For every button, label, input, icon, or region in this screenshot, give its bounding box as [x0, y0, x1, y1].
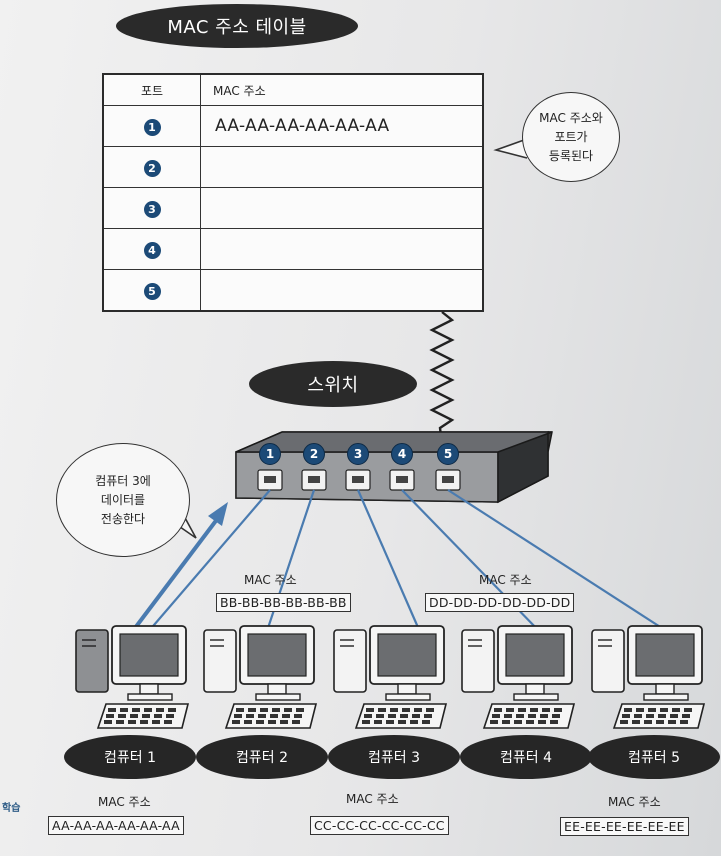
pc3-name-text: 컴퓨터 3	[368, 750, 420, 766]
table-row: 3	[102, 187, 484, 229]
switch-port-3: 3	[347, 443, 369, 465]
switch-port-5: 5	[437, 443, 459, 465]
pc3-mac-label: MAC 주소	[346, 792, 399, 806]
pc2-name: 컴퓨터 2	[196, 735, 328, 779]
port-cell: 5	[102, 269, 201, 312]
bubble-register-line2: 포트가	[554, 129, 588, 144]
bubble-register-tail	[493, 139, 528, 159]
pc1-mac-label: MAC 주소	[98, 795, 151, 809]
switch-label: 스위치	[249, 361, 417, 407]
switch-port-4: 4	[391, 443, 413, 465]
mac-address-table: 포트 MAC 주소 1 AA-AA-AA-AA-AA-AA 2 3 4 5	[102, 73, 484, 312]
computer-2	[203, 625, 318, 729]
mac-table-title-text: MAC 주소 테이블	[167, 17, 307, 38]
computer-5	[591, 625, 706, 729]
computer-1	[75, 625, 190, 729]
port-number-badge: 4	[143, 242, 161, 259]
bubble-register-line1: MAC 주소와	[539, 110, 603, 125]
pc3-mac-address: CC-CC-CC-CC-CC-CC	[310, 816, 449, 835]
bubble-send-line2: 데이터를	[100, 492, 146, 507]
switch-port-1: 1	[259, 443, 281, 465]
switch-port-2: 2	[303, 443, 325, 465]
port-number-badge: 1	[143, 119, 161, 136]
table-row: 1 AA-AA-AA-AA-AA-AA	[102, 105, 484, 147]
table-switch-link	[429, 311, 455, 445]
pc3-name: 컴퓨터 3	[328, 735, 460, 779]
switch-device	[235, 430, 553, 504]
mac-cell: AA-AA-AA-AA-AA-AA	[200, 105, 484, 147]
bubble-send-line3: 전송한다	[100, 511, 146, 526]
pc1-name: 컴퓨터 1	[64, 735, 196, 779]
table-header-row: 포트 MAC 주소	[102, 73, 484, 106]
pc4-mac-label: MAC 주소	[479, 573, 532, 587]
port-number-badge: 3	[143, 201, 161, 218]
mac-cell	[200, 146, 484, 188]
bubble-send-line1: 컴퓨터 3에	[95, 473, 151, 488]
port-cell: 2	[102, 146, 201, 188]
mac-cell	[200, 269, 484, 312]
send-speech-bubble: 컴퓨터 3에 데이터를 전송한다	[56, 443, 190, 557]
port-cell: 4	[102, 228, 201, 270]
table-row: 2	[102, 146, 484, 188]
pc5-mac-label: MAC 주소	[608, 795, 661, 809]
mac-cell	[200, 228, 484, 270]
pc2-name-text: 컴퓨터 2	[236, 750, 288, 766]
table-row: 5	[102, 269, 484, 312]
register-speech-bubble: MAC 주소와 포트가 등록된다	[522, 92, 620, 182]
computer-4	[461, 625, 576, 729]
send-arrow	[130, 502, 228, 634]
pc1-name-text: 컴퓨터 1	[104, 750, 156, 766]
pc2-mac-address: BB-BB-BB-BB-BB-BB	[216, 593, 351, 612]
switch-label-text: 스위치	[307, 375, 359, 396]
table-row: 4	[102, 228, 484, 270]
pc4-mac-address: DD-DD-DD-DD-DD-DD	[425, 593, 575, 612]
port-number-badge: 5	[143, 283, 161, 300]
mac-cell	[200, 187, 484, 229]
pc2-mac-label: MAC 주소	[244, 573, 297, 587]
mac-table-title: MAC 주소 테이블	[116, 4, 358, 48]
computer-3	[333, 625, 448, 729]
pc4-name-text: 컴퓨터 4	[500, 750, 552, 766]
pc5-mac-address: EE-EE-EE-EE-EE-EE	[560, 817, 689, 836]
pc4-name: 컴퓨터 4	[460, 735, 592, 779]
pc5-name-text: 컴퓨터 5	[628, 750, 680, 766]
bubble-register-line3: 등록된다	[548, 148, 594, 163]
header-mac: MAC 주소	[200, 73, 484, 106]
side-margin-text: 학습	[2, 803, 21, 814]
pc1-mac-address: AA-AA-AA-AA-AA-AA	[48, 816, 184, 835]
port-number-badge: 2	[143, 160, 161, 177]
pc5-name: 컴퓨터 5	[588, 735, 720, 779]
